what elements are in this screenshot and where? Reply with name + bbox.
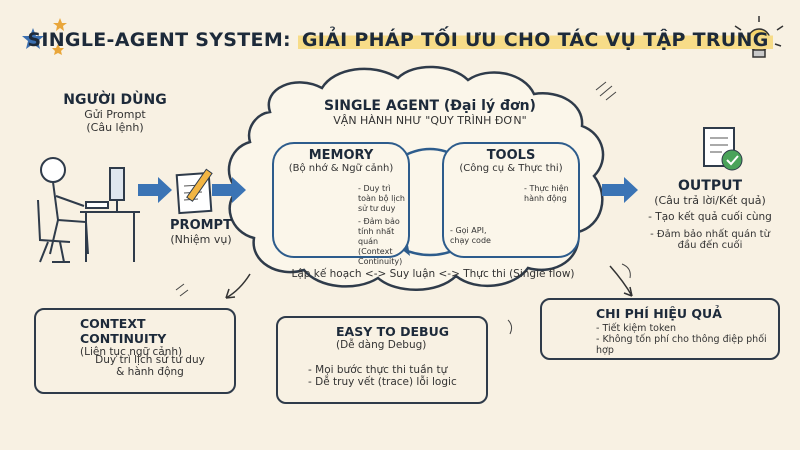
output-bullet: Tạo kết quả cuối cùng: [640, 211, 780, 223]
page-title: SINGLE-AGENT SYSTEM: GIẢI PHÁP TỐI ƯU CH…: [0, 29, 800, 51]
cost-title: CHI PHÍ HIỆU QUẢ: [596, 306, 722, 321]
user-line2: (Câu lệnh): [86, 121, 144, 134]
tools-bullet: Gọi API, chạy code: [450, 226, 506, 246]
tools-bullet: Thực hiện hành động: [524, 184, 576, 204]
sketch-marks: [175, 81, 631, 335]
output-document-icon: [703, 127, 743, 171]
cost-efficiency-box: CHI PHÍ HIỆU QUẢ Tiết kiệm token Không t…: [540, 298, 780, 360]
debug-bullet: Dễ truy vết (trace) lỗi logic: [308, 376, 484, 388]
tools-bullet-bottom: Gọi API, chạy code: [450, 226, 506, 246]
tools-box: TOOLS (Công cụ & Thực thi) Thực hiện hàn…: [442, 142, 580, 258]
memory-subtitle: (Bộ nhớ & Ngữ cảnh): [288, 163, 394, 174]
output-bullets: Tạo kết quả cuối cùng Đảm bảo nhất quán …: [640, 211, 780, 251]
agent-subtitle: VẬN HÀNH NHƯ "QUY TRÌNH ĐƠN": [333, 114, 527, 127]
benefit-arrows: [225, 265, 633, 299]
agent-flow: Lập kế hoạch <-> Suy luận <-> Thực thi (…: [291, 268, 575, 280]
prompt-subtitle: (Nhiệm vụ): [170, 233, 232, 246]
easy-to-debug-box: EASY TO DEBUG (Dễ dàng Debug) Mọi bước t…: [276, 316, 488, 404]
output-title: OUTPUT: [678, 178, 742, 194]
tools-bullet-top: Thực hiện hành động: [524, 184, 576, 204]
output-bullet: Đảm bảo nhất quán từ đầu đến cuối: [640, 229, 780, 251]
prompt-to-agent-arrow: [212, 177, 246, 203]
prompt-title: PROMPT: [170, 218, 232, 233]
debug-bullets: Mọi bước thực thi tuần tự Dễ truy vết (t…: [308, 364, 484, 388]
prompt-document-icon: [175, 168, 213, 215]
context-continuity-box: CONTEXT CONTINUITY (Liên tục ngữ cảnh) D…: [34, 308, 236, 394]
cost-bullet: Tiết kiệm token: [596, 323, 776, 334]
memory-bullet: Duy trì toàn bộ lịch sử tư duy: [358, 184, 406, 214]
flow-arrows: [138, 177, 638, 203]
agent-to-output-arrow: [602, 177, 638, 203]
context-subtitle: (Liên tục ngữ cảnh): [80, 346, 183, 358]
user-label: NGƯỜI DÙNG Gửi Prompt (Câu lệnh): [60, 92, 170, 134]
user-line1: Gửi Prompt: [84, 108, 146, 121]
memory-box: MEMORY (Bộ nhớ & Ngữ cảnh) Duy trì toàn …: [272, 142, 410, 266]
title-highlight: GIẢI PHÁP TỐI ƯU CHO TÁC VỤ TẬP TRUNG: [297, 29, 773, 51]
context-bullet: & hành động: [116, 366, 184, 378]
memory-bullets: Duy trì toàn bộ lịch sử tư duy Đảm bảo t…: [358, 184, 406, 267]
title-prefix: SINGLE-AGENT SYSTEM:: [27, 29, 291, 51]
cost-bullet: Không tốn phí cho thông điệp phối hợp: [596, 334, 776, 356]
user-to-prompt-arrow: [138, 177, 172, 203]
context-title: CONTEXT CONTINUITY: [80, 316, 167, 346]
tools-subtitle: (Công cụ & Thực thi): [459, 163, 563, 174]
debug-subtitle: (Dễ dàng Debug): [336, 339, 427, 351]
prompt-label: PROMPT (Nhiệm vụ): [156, 218, 246, 246]
agent-header: SINGLE AGENT (Đại lý đơn) VẬN HÀNH NHƯ "…: [300, 98, 560, 127]
debug-title: EASY TO DEBUG: [336, 324, 449, 339]
context-bullet: Duy trì lịch sử tư duy: [95, 354, 205, 366]
tools-title: TOOLS: [486, 148, 536, 163]
context-bullets: Duy trì lịch sử tư duy & hành động: [80, 354, 220, 378]
output-subtitle: (Câu trả lời/Kết quả): [654, 194, 766, 207]
memory-bullet: Đảm bảo tính nhất quán (Context Continui…: [358, 217, 406, 267]
user-figure: [37, 157, 140, 263]
user-title: NGƯỜI DÙNG: [63, 92, 167, 108]
star-icon: [22, 18, 67, 55]
debug-bullet: Mọi bước thực thi tuần tự: [308, 364, 484, 376]
agent-title: SINGLE AGENT (Đại lý đơn): [324, 98, 536, 114]
cost-bullets: Tiết kiệm token Không tốn phí cho thông …: [596, 323, 776, 356]
memory-title: MEMORY: [308, 148, 374, 163]
output-label: OUTPUT (Câu trả lời/Kết quả) Tạo kết quả…: [640, 178, 780, 251]
